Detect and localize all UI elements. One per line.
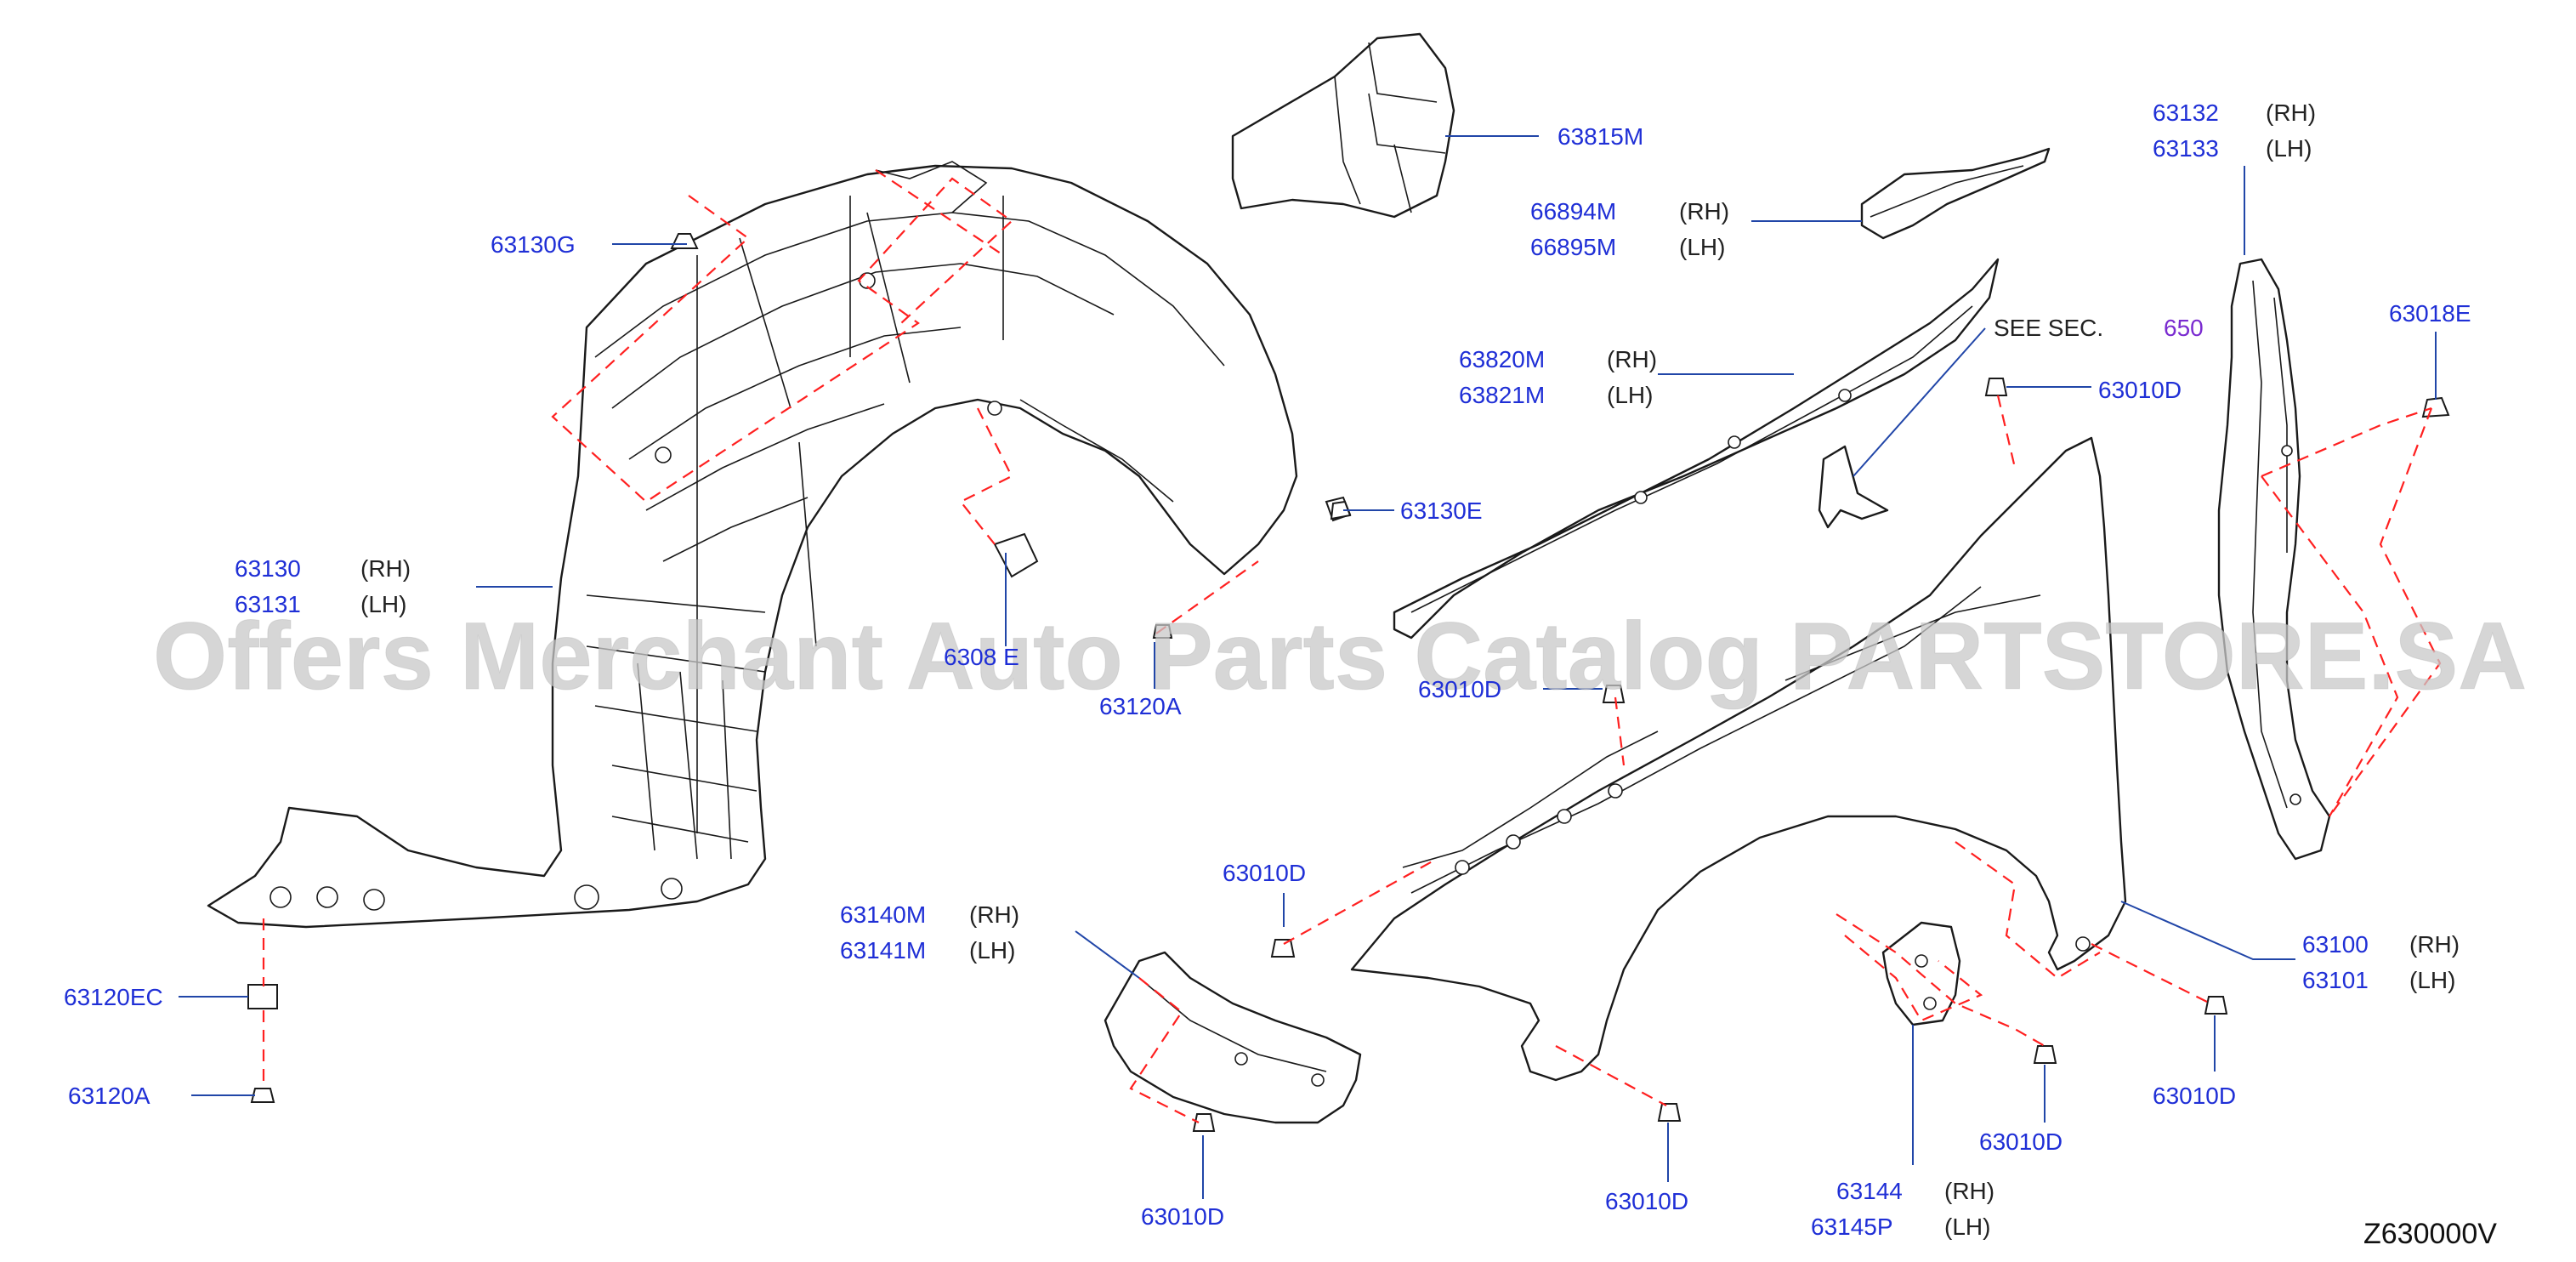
label-63130E: 63130E (1400, 497, 1483, 524)
label-66894M: 66894M (1530, 198, 1616, 225)
label-63133: 63133 (2153, 135, 2219, 162)
leader-lines (179, 135, 2437, 1199)
label-63130G: 63130G (491, 231, 576, 258)
label-63010D-bracket: 63010D (1141, 1203, 1224, 1230)
label-63010D-b2: 63010D (1979, 1128, 2063, 1155)
label-63101: 63101 (2302, 967, 2369, 993)
label-63821M: 63821M (1459, 382, 1545, 408)
label-sec-650: 650 (2164, 315, 2204, 341)
fender-liner-drawing (207, 161, 1298, 929)
label-63120A-upper: 63120A (1099, 693, 1182, 719)
label-63144: 63144 (1836, 1178, 1903, 1204)
label-63018E: 63018E (2389, 300, 2471, 327)
label-63010D-right: 63010D (2153, 1083, 2236, 1109)
label-66895M: 66895M (1530, 234, 1616, 260)
label-63100: 63100 (2302, 931, 2369, 958)
seal-63820M-drawing (1393, 258, 2000, 640)
front-fender-drawing (1350, 436, 2127, 1082)
label-63101-lh: (LH) (2409, 967, 2455, 993)
label-63820M: 63820M (1459, 346, 1545, 372)
bracket-66894M-drawing (1860, 147, 2051, 240)
label-66894M-rh: (RH) (1679, 198, 1729, 225)
splash-guard-drawing (2217, 258, 2331, 861)
label-63821M-lh: (LH) (1607, 382, 1653, 408)
label-63010D-mid: 63010D (1418, 676, 1501, 702)
label-see-sec: SEE SEC. (1994, 315, 2103, 341)
label-6308-e: 6308 E (944, 644, 1019, 670)
label-63815M: 63815M (1558, 123, 1643, 150)
label-63130: 63130 (235, 555, 301, 582)
label-63010D-top: 63010D (2098, 377, 2182, 403)
bracket-63140M-drawing (1104, 951, 1362, 1124)
label-63140M-rh: (RH) (969, 901, 1019, 928)
callout-labels: 63130G 63130 (RH) 63131 (LH) 6308 E 6312… (64, 99, 2471, 1240)
label-63145P: 63145P (1811, 1214, 1893, 1240)
watermark-text: Offers Merchant Auto Parts Catalog PARTS… (153, 603, 2527, 709)
stay-bracket-drawing (1818, 445, 1889, 529)
label-63141M: 63141M (840, 937, 926, 964)
label-63820M-rh: (RH) (1607, 346, 1657, 372)
diagram-code: Z630000V (2363, 1218, 2497, 1250)
label-63010D-bottom: 63010D (1605, 1188, 1688, 1214)
label-63131-lh: (LH) (360, 591, 406, 617)
label-63140M: 63140M (840, 901, 926, 928)
label-63120A-lower: 63120A (68, 1083, 150, 1109)
label-63132: 63132 (2153, 99, 2219, 126)
label-63145P-lh: (LH) (1944, 1214, 1990, 1240)
label-63141M-lh: (LH) (969, 937, 1015, 964)
insulator-drawing (1231, 32, 1455, 219)
label-63120EC: 63120EC (64, 984, 163, 1010)
label-63130-rh: (RH) (360, 555, 411, 582)
label-63144-rh: (RH) (1944, 1178, 1994, 1204)
fasteners-drawing (247, 233, 2450, 1132)
label-63131: 63131 (235, 591, 301, 617)
label-66895M-lh: (LH) (1679, 234, 1725, 260)
label-63100-rh: (RH) (2409, 931, 2460, 958)
label-63133-lh: (LH) (2266, 135, 2312, 162)
fastener-dashed-lines (262, 169, 2442, 1123)
label-63010D-left: 63010D (1223, 860, 1306, 886)
label-63132-rh: (RH) (2266, 99, 2316, 126)
